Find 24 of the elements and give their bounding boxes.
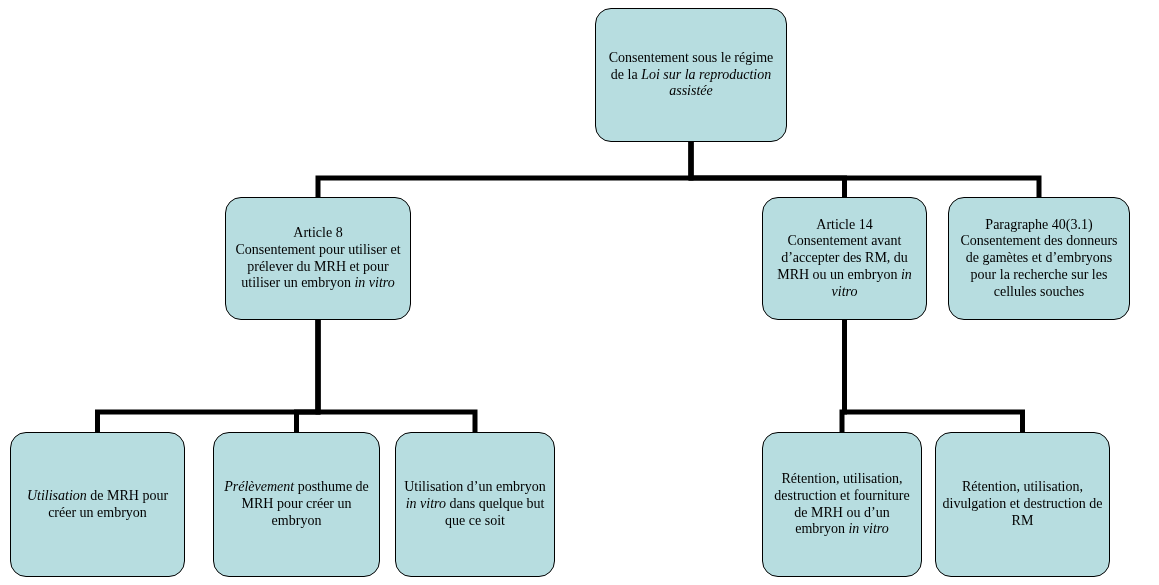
- process-box: [762, 197, 927, 320]
- process-box: [225, 197, 411, 320]
- process-box: [10, 432, 185, 577]
- box-text: Rétention, utilisation, divulgation et destruction de RM: [942, 479, 1103, 530]
- box-text: Consentement des donneurs de gamètes et d’embryons pour la recherche sur les cellules souches: [959, 233, 1119, 301]
- box-text: Consentement sous le régime de la Loi sur la reproduction assistée: [607, 49, 775, 101]
- process-box: [595, 8, 787, 142]
- process-box: [762, 432, 922, 577]
- box-heading: Article 8: [293, 224, 343, 242]
- box-text: Consentement avant d’accepter des RM, du MRH ou un embryon in vitro: [776, 233, 913, 301]
- box-text: Rétention, utilisation, destruction et fourniture de MRH ou d’un embryon in vitro: [773, 470, 911, 539]
- box-text: Utilisation d’un embryon in vitro dans quelque but que ce soit: [403, 479, 547, 530]
- connector-line: [315, 320, 478, 432]
- connector-line: [842, 320, 1025, 432]
- box-heading: Paragraphe 40(3.1): [985, 216, 1093, 234]
- box-text: Consentement pour utiliser et prélever du MRH et pour utiliser un embryon in vitro: [234, 241, 402, 293]
- box-text: Prélèvement posthume de MRH pour créer un embryon: [223, 479, 370, 530]
- box-text: Utilisation de MRH pour créer un embryon: [25, 487, 170, 522]
- process-box: [948, 197, 1130, 320]
- box-heading: Article 14: [816, 216, 873, 234]
- process-box: [935, 432, 1110, 577]
- process-box: [213, 432, 380, 577]
- process-box: [395, 432, 555, 577]
- connector-line: [688, 142, 1042, 197]
